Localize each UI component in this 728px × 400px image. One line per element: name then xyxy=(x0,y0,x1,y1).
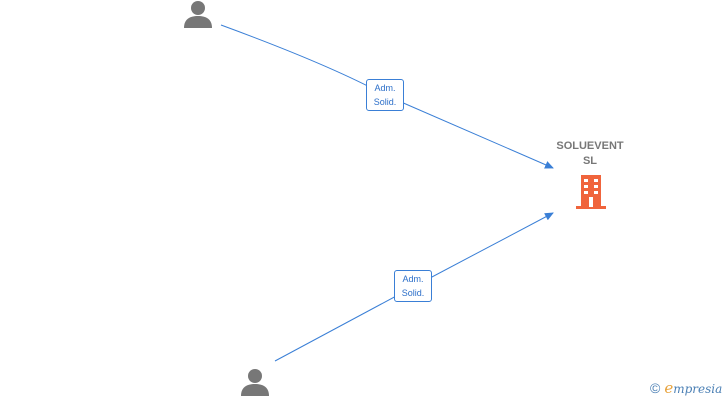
company-name[interactable]: SOLUEVENT SL xyxy=(540,139,640,169)
company-name-line1: SOLUEVENT xyxy=(556,140,624,152)
brand-logo-initial: e xyxy=(664,379,674,397)
edge-label-role: Adm. xyxy=(374,83,396,93)
building-icon xyxy=(576,175,606,209)
person-icon xyxy=(241,369,269,396)
copyright-icon: © xyxy=(650,380,661,396)
brand-logo-text: mpresia xyxy=(673,382,723,396)
person-node-top[interactable] xyxy=(183,0,213,30)
edge-label-bottom[interactable]: Adm. Solid. xyxy=(394,270,432,302)
edge-label-top[interactable]: Adm. Solid. xyxy=(366,79,404,111)
company-name-line2: SL xyxy=(582,155,598,167)
brand-watermark: ©empresia xyxy=(650,379,722,397)
edge-label-type: Solid. xyxy=(401,288,425,298)
person-node-bottom[interactable] xyxy=(240,368,270,398)
company-node[interactable] xyxy=(575,173,607,210)
edge-label-type: Solid. xyxy=(373,97,397,107)
person-icon xyxy=(184,1,212,28)
edge-label-role: Adm. xyxy=(402,274,424,284)
